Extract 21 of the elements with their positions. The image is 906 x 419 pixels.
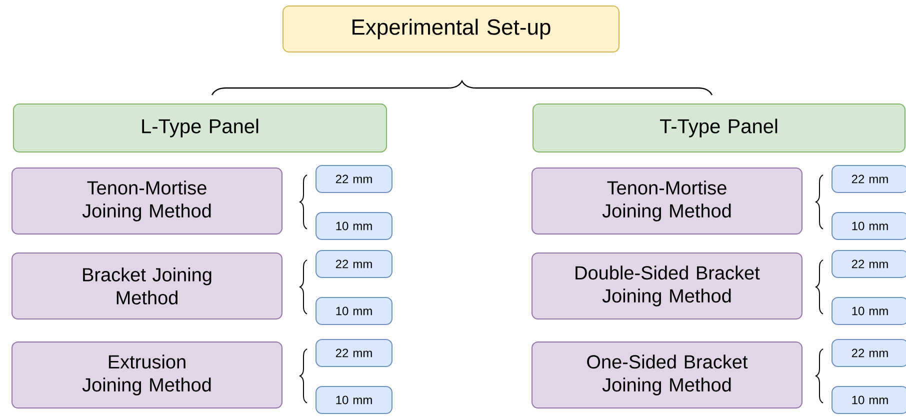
- size-box: 22 mm: [316, 250, 392, 278]
- size-box: 10 mm: [316, 386, 392, 414]
- size-box: 22 mm: [316, 165, 392, 193]
- panel-box: L-Type Panel: [13, 103, 387, 152]
- panel-box: T-Type Panel: [532, 103, 906, 152]
- method-box: Bracket Joining Method: [12, 252, 282, 320]
- method-box: Extrusion Joining Method: [12, 341, 282, 408]
- size-box: 22 mm: [832, 338, 906, 367]
- size-box: 22 mm: [316, 338, 392, 367]
- size-box: 10 mm: [316, 296, 392, 325]
- method-box: Tenon-Mortise Joining Method: [12, 167, 282, 234]
- size-box: 10 mm: [832, 212, 906, 240]
- size-box: 22 mm: [832, 250, 906, 278]
- size-box: 10 mm: [832, 386, 906, 414]
- size-box: 10 mm: [832, 296, 906, 325]
- method-box: Double-Sided Bracket Joining Method: [532, 252, 802, 320]
- title-box: Experimental Set-up: [282, 6, 620, 52]
- size-box: 10 mm: [316, 212, 392, 240]
- method-box: One-Sided Bracket Joining Method: [532, 341, 802, 408]
- method-box: Tenon-Mortise Joining Method: [532, 167, 802, 234]
- size-box: 22 mm: [832, 165, 906, 193]
